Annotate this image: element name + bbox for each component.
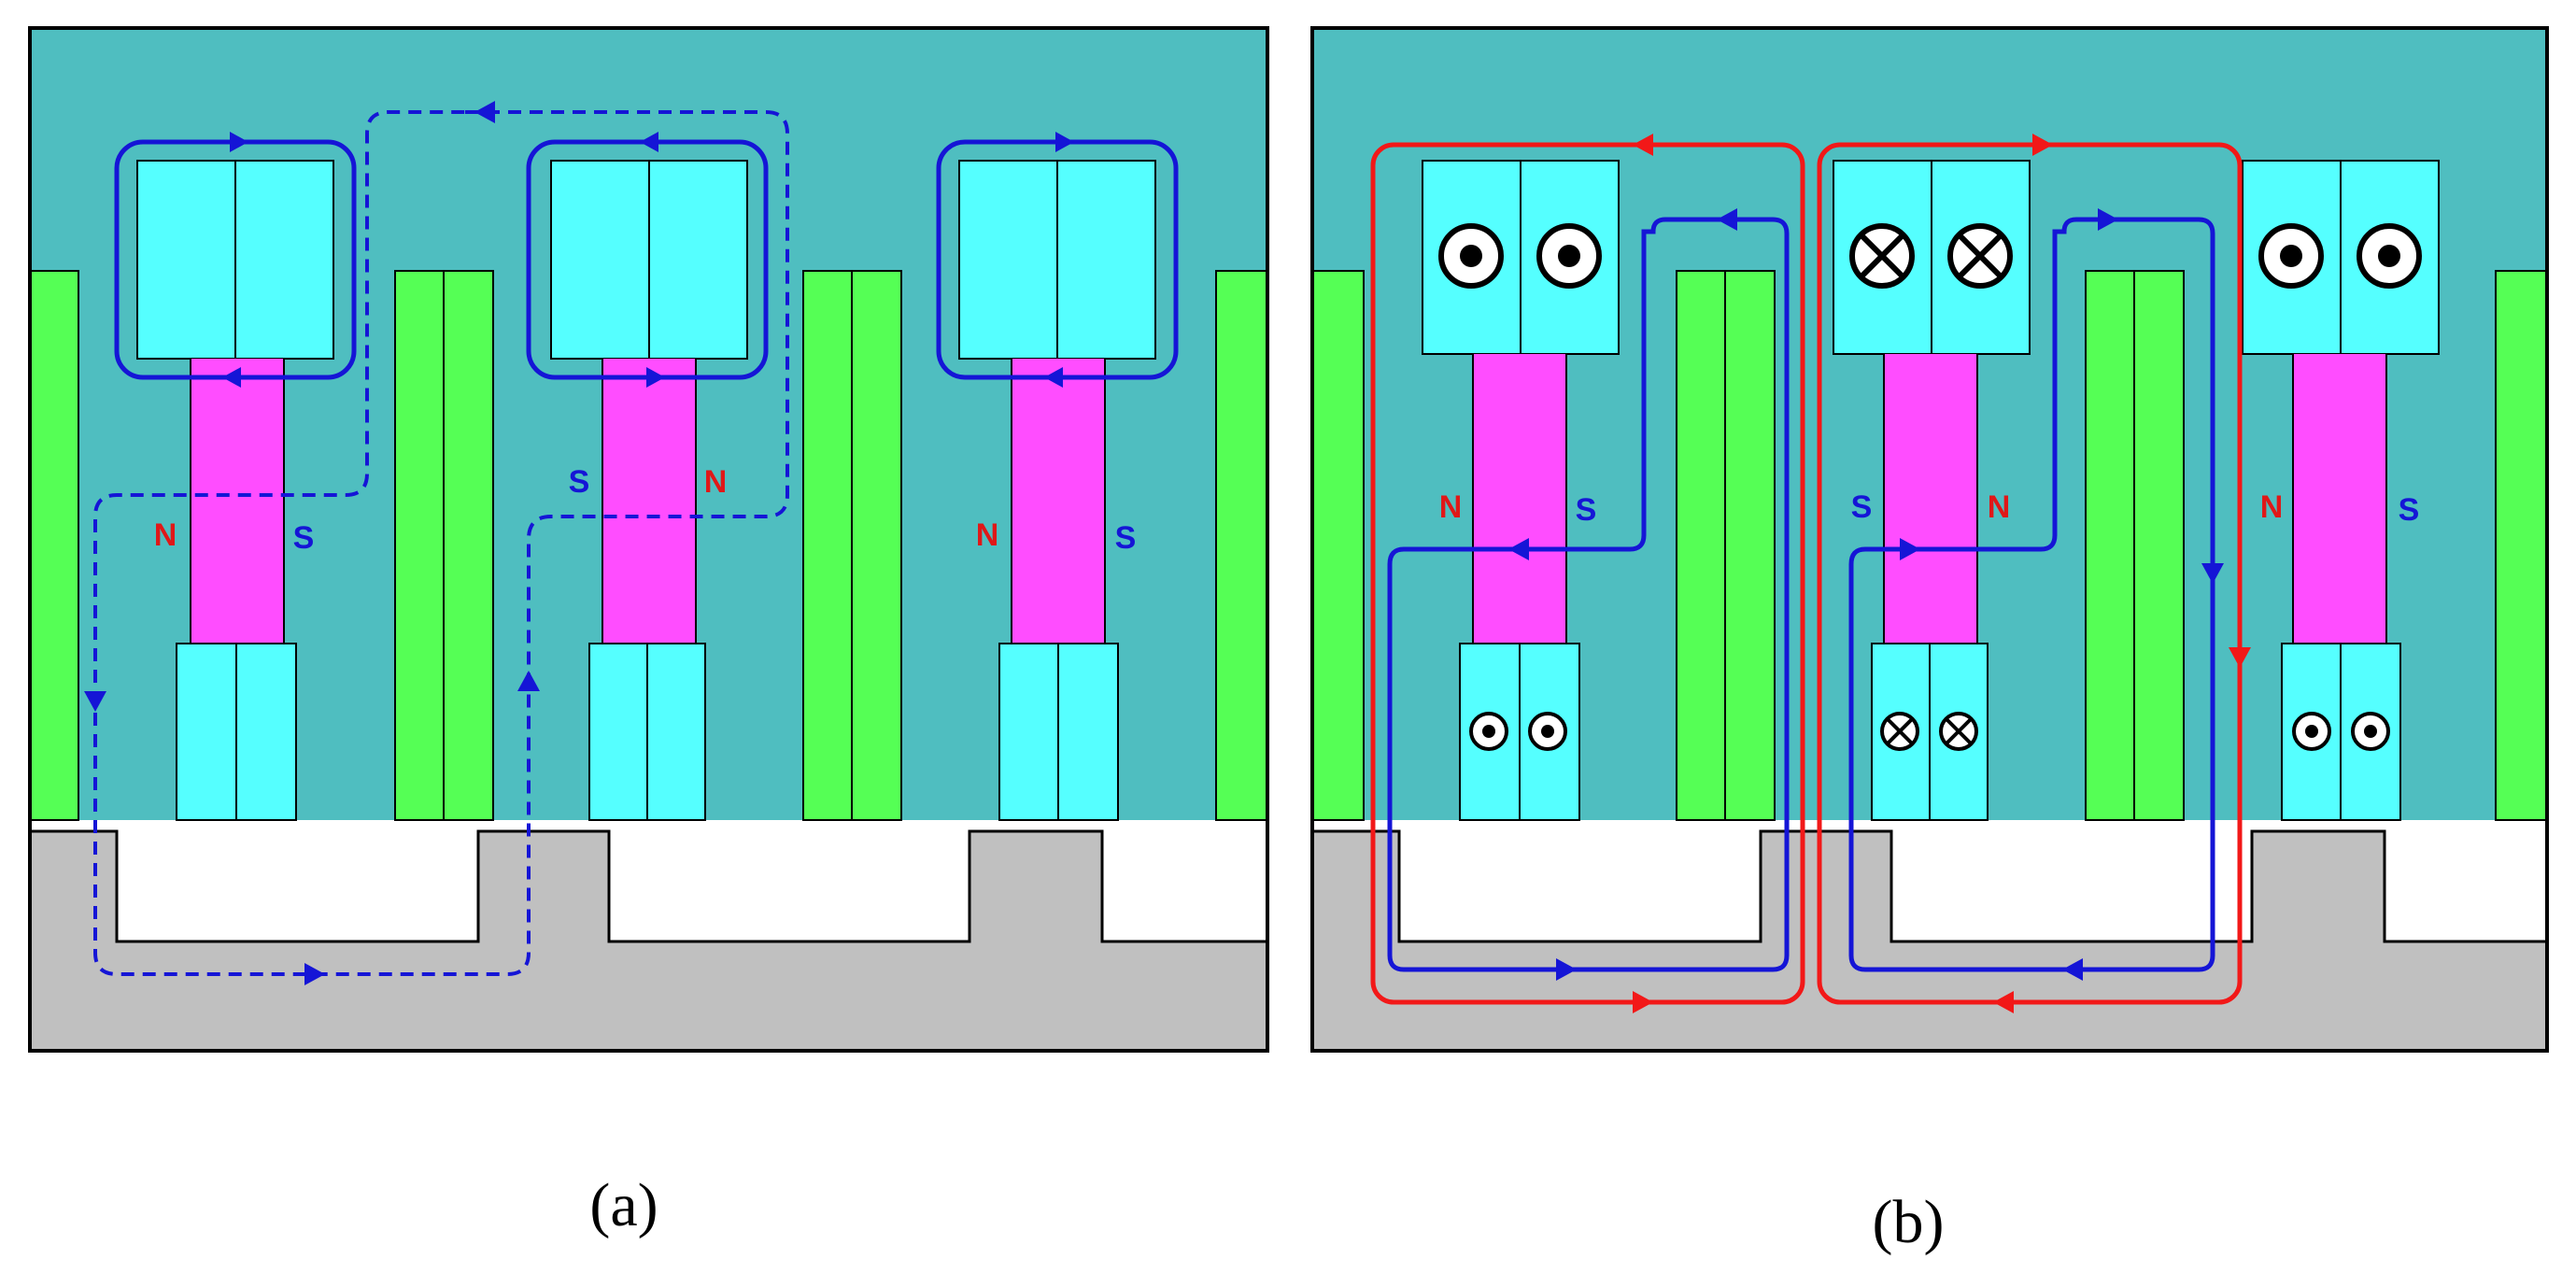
blue-flux-arrows [1508, 208, 2224, 981]
pole-label-a1-right: S [293, 520, 315, 556]
tooth [29, 270, 79, 821]
module-a2 [550, 160, 748, 821]
blue-flux-loop-2 [1848, 217, 2215, 972]
tooth [2495, 270, 2548, 821]
pole-label-a2-left: S [569, 464, 590, 500]
rotor-outline [1312, 829, 2547, 943]
permanent-magnet [191, 359, 284, 644]
pole-label-a3-right: S [1115, 520, 1137, 556]
rotor-core [30, 831, 1267, 1051]
armature-flux-red [1370, 142, 2243, 1005]
pole-label-b1-left: N [1439, 489, 1463, 525]
current-out-symbol [2258, 223, 2422, 751]
panel-b-caption: (b) [1873, 1188, 1945, 1256]
pole-label-b2-left: S [1851, 489, 1873, 525]
blue-flux-loop-1 [1387, 217, 1790, 972]
pole-label-b3-left: N [2260, 489, 2284, 525]
pole-label-b1-right: S [1576, 492, 1597, 528]
red-flux-arrows [1633, 134, 2251, 1013]
module-a3 [958, 160, 1156, 821]
pole-label-a2-right: N [704, 464, 728, 500]
red-flux-loop-2 [1817, 142, 2243, 1005]
pole-label-a1-left: N [154, 517, 177, 553]
current-in-symbol [1849, 223, 2013, 751]
stator-teeth [1311, 270, 2548, 821]
panel-b: N S S N N S (b) [1310, 26, 2549, 1256]
panel-a-frame [28, 26, 1269, 1053]
stator-teeth [29, 270, 1268, 821]
mutual-flux-path [93, 110, 789, 976]
pole-label-b2-right: N [1988, 489, 2011, 525]
pole-label-a3-left: N [976, 517, 999, 553]
red-flux-loop-1 [1370, 142, 1805, 1005]
current-symbols [1438, 223, 2422, 751]
mutual-flux-arrows [84, 101, 540, 985]
air-gap [30, 820, 1267, 941]
permanent-magnet [2293, 354, 2386, 644]
current-out-symbol [1438, 223, 1602, 751]
rotor-outline [30, 829, 1267, 943]
tooth [1215, 270, 1268, 821]
rotor-core [1312, 831, 2547, 1051]
permanent-magnet [1884, 354, 1977, 644]
permanent-magnet [1473, 354, 1566, 644]
tooth [1311, 270, 1365, 821]
armature-flux-blue [1387, 217, 2215, 972]
permanent-magnet [1012, 359, 1105, 644]
pole-label-b3-right: S [2399, 492, 2420, 528]
flux-arrows [222, 132, 1074, 388]
panel-b-frame [1310, 26, 2549, 1053]
module-a1 [136, 160, 334, 821]
panel-a-caption: (a) [589, 1171, 658, 1239]
permanent-magnet [602, 359, 696, 644]
panel-a: N S S N N S (a) [28, 26, 1269, 1239]
